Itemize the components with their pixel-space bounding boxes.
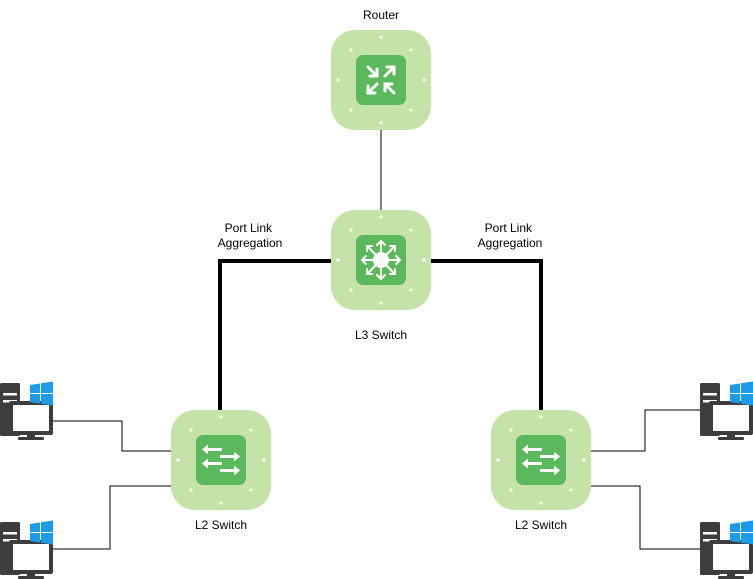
access-link-bottom-right	[591, 485, 700, 550]
l2-switch-left-node[interactable]	[171, 410, 271, 510]
workstation-top-left[interactable]	[0, 381, 53, 441]
l2-switch-left-label: L2 Switch	[195, 518, 247, 532]
router-icon	[366, 65, 396, 95]
access-link-top-right	[591, 409, 700, 452]
router-node[interactable]	[331, 30, 431, 130]
windows-workstation-icon	[700, 381, 753, 440]
l3-switch-icon	[360, 239, 402, 281]
workstation-bottom-left[interactable]	[0, 520, 53, 579]
aggregation-label-right-line2: Aggregation	[478, 236, 543, 250]
windows-workstation-icon	[0, 520, 53, 579]
aggregation-label-left-line2: Aggregation	[218, 236, 283, 250]
aggregation-label-right: Port Link Aggregation	[478, 221, 543, 250]
windows-workstation-icon	[0, 381, 53, 440]
aggregation-link-right	[430, 259, 543, 410]
aggregation-label-left-line1: Port Link	[225, 221, 273, 235]
l2-switch-right-label: L2 Switch	[515, 518, 567, 532]
aggregation-label-left: Port Link Aggregation	[218, 221, 283, 250]
l3-switch-label: L3 Switch	[355, 328, 407, 342]
router-label: Router	[363, 8, 399, 22]
access-link-bottom-left	[52, 485, 171, 550]
aggregation-label-right-line1: Port Link	[485, 221, 533, 235]
windows-workstation-icon	[700, 520, 753, 579]
access-link-top-left	[52, 420, 171, 452]
aggregation-link-left	[218, 259, 331, 410]
l3-switch-node[interactable]	[331, 210, 431, 310]
l2-switch-icon	[202, 444, 240, 476]
workstation-top-right[interactable]	[700, 381, 753, 441]
l2-switch-right-node[interactable]	[491, 410, 591, 510]
workstation-bottom-right[interactable]	[700, 520, 753, 579]
l2-switch-icon	[522, 444, 560, 476]
